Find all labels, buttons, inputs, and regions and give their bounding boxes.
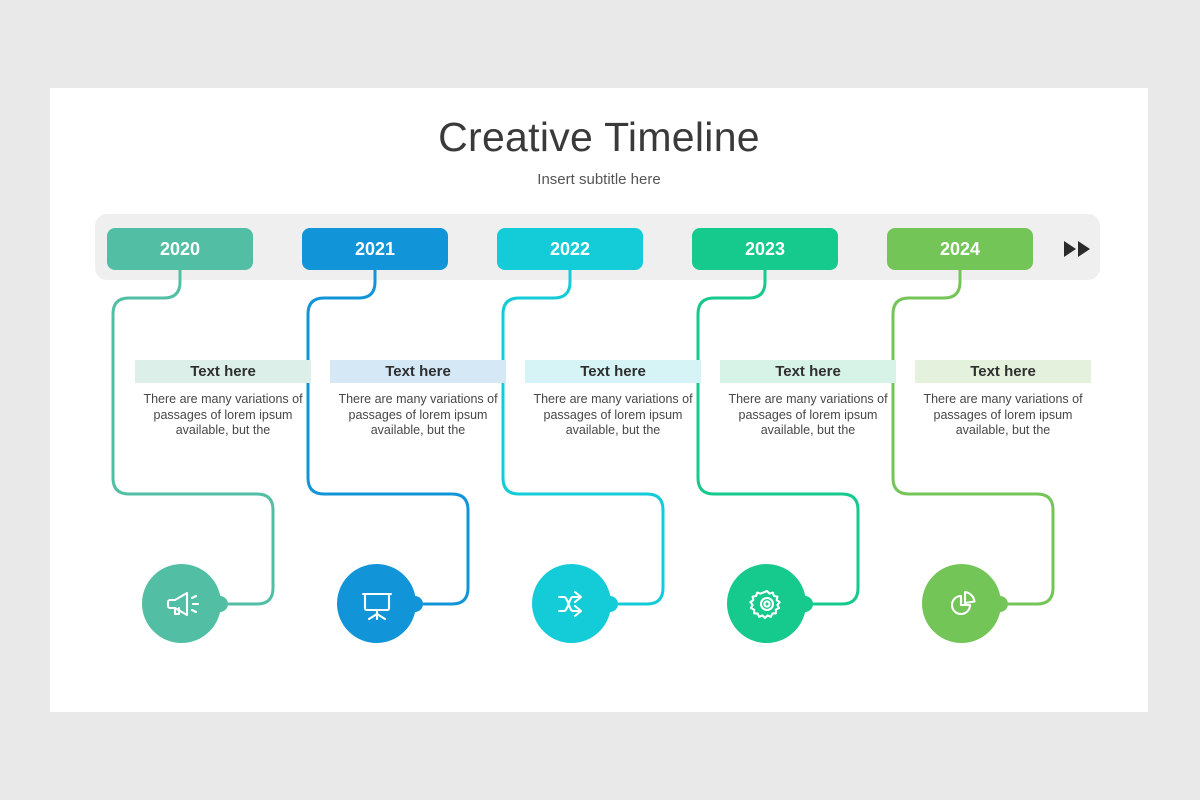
slide-surface: Creative Timeline Insert subtitle here 2… xyxy=(50,88,1148,712)
card-body-text: There are many variations of passages of… xyxy=(533,392,693,437)
year-label: 2024 xyxy=(939,238,981,259)
pie-chart-icon[interactable] xyxy=(922,564,1008,643)
year-label: 2021 xyxy=(354,238,396,259)
connector-nub xyxy=(992,595,1008,612)
card-body-text: There are many variations of passages of… xyxy=(143,392,303,437)
year-badge-2021[interactable]: 2021 xyxy=(302,228,448,270)
card-heading: Text here xyxy=(135,360,311,383)
page-subtitle: Insert subtitle here xyxy=(537,171,661,188)
card-heading: Text here xyxy=(525,360,701,383)
connector-nub xyxy=(602,595,618,612)
connector-nub xyxy=(212,595,228,612)
year-label: 2020 xyxy=(159,238,201,259)
card-heading: Text here xyxy=(330,360,506,383)
card-heading: Text here xyxy=(915,360,1091,383)
double-chevron-right-icon[interactable] xyxy=(1060,238,1094,260)
presentation-board-icon[interactable] xyxy=(337,564,423,643)
year-label: 2022 xyxy=(549,238,591,259)
connector-nub xyxy=(407,595,423,612)
megaphone-icon[interactable] xyxy=(142,564,228,643)
year-badge-2023[interactable]: 2023 xyxy=(692,228,838,270)
gear-icon[interactable] xyxy=(727,564,813,643)
year-badge-2024[interactable]: 2024 xyxy=(887,228,1033,270)
page-title: Creative Timeline xyxy=(438,114,760,160)
year-badge-2022[interactable]: 2022 xyxy=(497,228,643,270)
card-heading: Text here xyxy=(720,360,896,383)
connector-nub xyxy=(797,595,813,612)
card-body-text: There are many variations of passages of… xyxy=(338,392,498,437)
card-body-text: There are many variations of passages of… xyxy=(923,392,1083,437)
year-badge-2020[interactable]: 2020 xyxy=(107,228,253,270)
year-label: 2023 xyxy=(744,238,786,259)
card-body-text: There are many variations of passages of… xyxy=(728,392,888,437)
shuffle-icon[interactable] xyxy=(532,564,618,643)
